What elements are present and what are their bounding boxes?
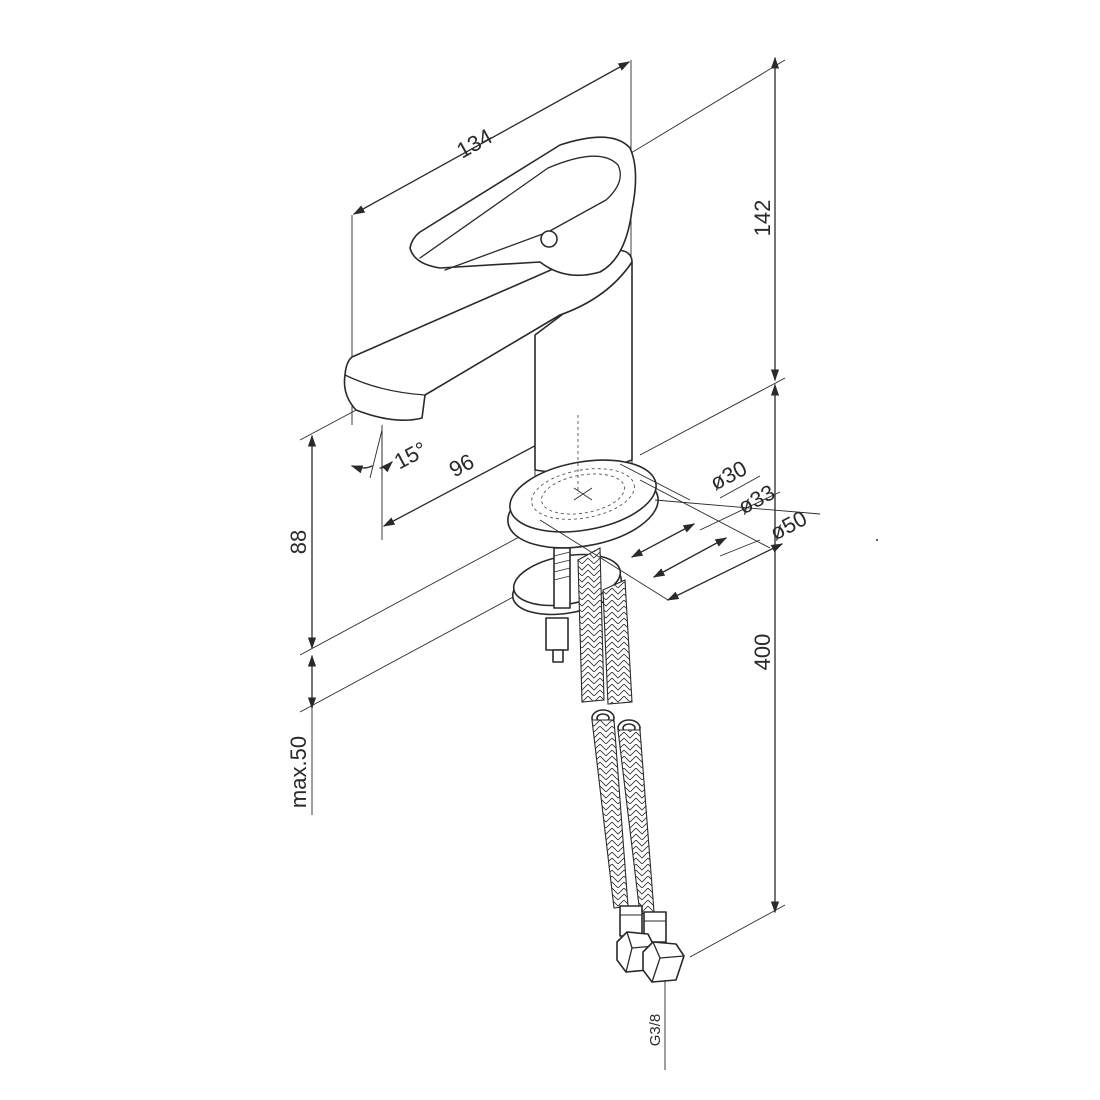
dim-label-max50: max.50: [286, 736, 311, 808]
dim-label-134: 134: [452, 124, 496, 164]
upper-hoses: [577, 547, 633, 705]
dim-label-d33: ø33: [734, 479, 779, 519]
dim-label-142: 142: [750, 200, 775, 237]
thread-label: G3/8: [647, 980, 666, 1070]
dimension-88: 88: [286, 407, 561, 656]
angle-15: 15°: [350, 429, 431, 479]
dim-label-400: 400: [750, 634, 775, 671]
dim-label-88: 88: [286, 530, 311, 554]
lower-hoses: [591, 709, 685, 983]
dim-label-g38: G3/8: [647, 1014, 664, 1047]
stray-dot: [876, 539, 878, 541]
dim-label-d30: ø30: [706, 455, 751, 495]
dim-label-d50: ø50: [766, 505, 811, 545]
dimension-400: 400: [689, 383, 786, 958]
dimension-max50: max.50: [286, 595, 516, 815]
faucet-body: [343, 136, 637, 474]
dim-label-15deg: 15°: [390, 437, 431, 475]
dim-label-96: 96: [445, 449, 478, 483]
threaded-stud: [545, 547, 571, 663]
